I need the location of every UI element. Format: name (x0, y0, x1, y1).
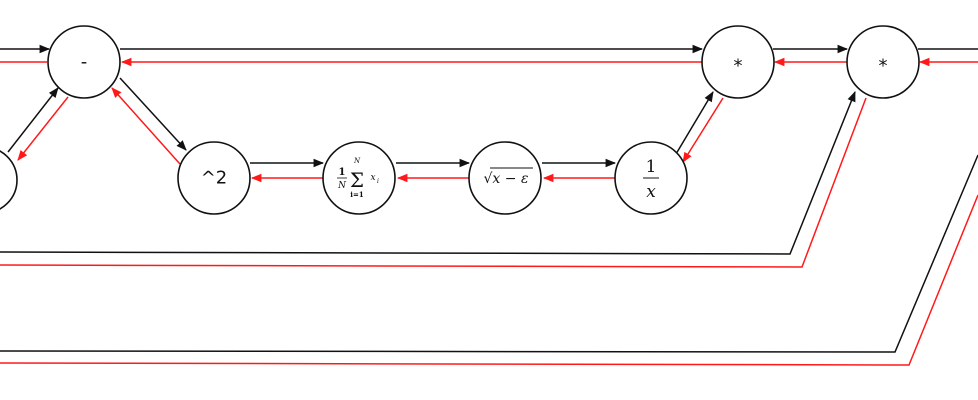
node-multiply-1-label: * (734, 56, 743, 77)
node-inverse-den: x (646, 182, 656, 202)
edge-square-to-minus-backward (111, 87, 181, 165)
edge-minus-to-meaninput-backward (17, 96, 69, 161)
node-inverse: 1 x (614, 141, 688, 215)
node-multiply-2-label: * (879, 56, 888, 77)
node-square-label: ^2 (201, 168, 228, 189)
edge-inverse-to-mul1-forward (675, 91, 714, 155)
mean-var: x (370, 173, 375, 183)
node-multiply-1: * (701, 25, 775, 99)
node-subtract-label: - (81, 52, 88, 73)
edge-mul1-to-inverse-backward (682, 97, 724, 163)
mean-sum-bottom: i=1 (350, 190, 364, 199)
node-subtract: - (47, 25, 121, 99)
mean-sigma: Σ (350, 168, 364, 192)
node-mean-input (0, 150, 18, 210)
edge-beta-to-mul2-forward (0, 154, 978, 353)
edge-minus-to-square-forward (119, 77, 187, 151)
node-multiply-2: * (846, 25, 920, 99)
node-square: ^2 (177, 141, 251, 215)
node-inverse-num: 1 (646, 157, 657, 177)
edge-mul1-to-gamma-backward (0, 97, 867, 268)
node-sqrt: √x − ε (468, 141, 542, 215)
node-mean: 1 N Σ N i=1 x i (322, 141, 396, 215)
mean-sum-top: N (353, 157, 361, 165)
mean-frac-den: N (337, 181, 347, 191)
node-sqrt-label: √x − ε (484, 171, 529, 187)
edge-mul2-to-beta-backward (0, 194, 978, 366)
mean-var-sub: i (377, 178, 379, 185)
mean-frac-num: 1 (339, 167, 346, 178)
edge-gamma-to-mul1-forward (0, 91, 856, 255)
edge-meaninput-to-minus-forward (7, 87, 59, 153)
